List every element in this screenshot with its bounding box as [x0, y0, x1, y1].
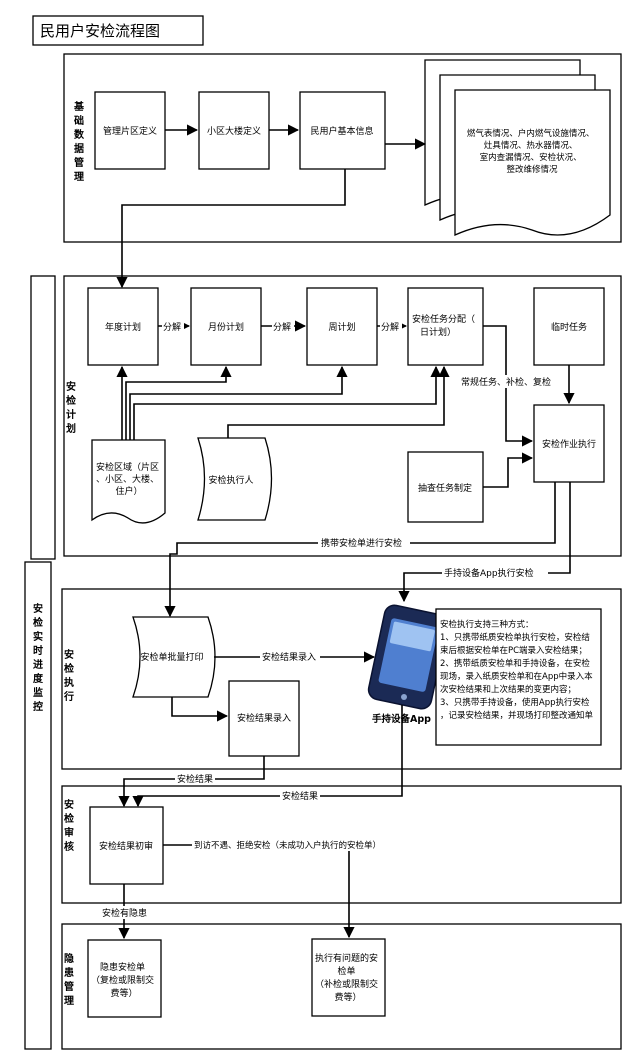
- node-batch-print: [132, 616, 216, 698]
- node-monthly: [190, 287, 262, 366]
- edge-label-result-2: 安检结果: [282, 790, 318, 802]
- note-line-7: 3、只携带手持设备，使用App执行安检: [440, 697, 590, 708]
- node-first-review-label: 安检结果初审: [99, 840, 153, 852]
- node-doc-stack-1: [454, 89, 611, 237]
- edge-handheld-to-review: [132, 705, 403, 808]
- edge-print-to-entry: [171, 697, 229, 722]
- edge-label-result-1: 安检结果: [177, 773, 213, 785]
- node-doc-text: 燃气表情况、户内燃气设施情况、 灶具情况、热水器情况、 室内查漏情况、安检状况、…: [467, 128, 597, 175]
- note-line-2: 1、只携带纸质安检单执行安检，安检结: [440, 632, 590, 643]
- node-spot-task-label: 抽查任务制定: [418, 482, 472, 494]
- node-region-text: 安检区域（片区 、小区、大楼、 住户）: [96, 461, 162, 497]
- edge-spot-to-exec: [483, 452, 534, 488]
- edge-label-decompose-3: 分解: [381, 321, 399, 333]
- problem-sheet-line-3: （补检或限制交: [315, 978, 378, 990]
- node-area-def: [94, 91, 166, 170]
- node-region-line-2: 、小区、大楼、: [96, 473, 159, 485]
- node-region: [91, 439, 166, 524]
- node-user-info: [299, 91, 386, 170]
- page-title: 民用户安检流程图: [40, 22, 160, 40]
- note-line-8: ，记录安检结果，并现场打印整改通知单: [440, 710, 594, 721]
- node-temp-task: [533, 287, 605, 366]
- lane-label-hazard: 隐患管理: [64, 952, 74, 1007]
- edge-label-decompose-1: 分解: [163, 321, 181, 333]
- node-annual: [87, 287, 159, 366]
- node-spot-task: [407, 451, 484, 523]
- lane-label-plan: 安检计划: [66, 380, 76, 435]
- node-weekly-label: 周计划: [328, 321, 355, 333]
- edge-label-carry-sheet: 携带安检单进行安检: [321, 537, 402, 549]
- edge-exec-to-batch-print: [164, 482, 556, 618]
- node-note-text: 安检执行支持三种方式： 1、只携带纸质安检单执行安检，安检结 束后根据安检单在P…: [440, 619, 595, 721]
- edge-executor-to-alloc: [227, 365, 450, 438]
- lane-label-monitor: 安检实时进度监控: [33, 602, 44, 713]
- lane-label-basic-data: 基础数据管理: [73, 100, 85, 183]
- node-doc-line-3: 室内查漏情况、安检状况、: [480, 152, 582, 163]
- node-exec-task-label: 安检作业执行: [542, 438, 596, 450]
- edge-label-has-hazard: 安检有隐患: [102, 907, 147, 919]
- node-doc-line-2: 灶具情况、热水器情况、: [484, 140, 578, 151]
- lane-monitor: [24, 561, 52, 1050]
- node-problem-sheet: [311, 938, 386, 1017]
- lane-label-audit: 安检审核: [64, 798, 74, 853]
- hazard-sheet-line-1: 隐患安检单: [100, 961, 145, 973]
- node-task-alloc: [407, 287, 484, 366]
- node-region-line-1: 安检区域（片区: [96, 461, 159, 473]
- node-doc-line-4: 整改维修情况: [506, 164, 558, 175]
- node-batch-print-label: 安检单批量打印: [140, 651, 203, 663]
- node-task-alloc-line-2: 日计划）: [420, 326, 456, 338]
- node-exec-task: [533, 404, 605, 483]
- node-hazard-sheet-text: 隐患安检单 （复检或限制交 费等）: [91, 961, 157, 999]
- node-doc-line-1: 燃气表情况、户内燃气设施情况、: [467, 128, 595, 139]
- edge-label-decompose-2: 分解: [273, 321, 291, 333]
- title-box: [32, 15, 204, 46]
- node-annual-label: 年度计划: [105, 321, 141, 333]
- node-task-alloc-line-1: 安检任务分配（: [412, 313, 475, 325]
- problem-sheet-line-4: 费等）: [334, 991, 361, 1003]
- edge-label-routine: 常规任务、补检、复检: [461, 376, 551, 388]
- node-building-def-label: 小区大楼定义: [207, 125, 261, 137]
- node-task-alloc-text: 安检任务分配（ 日计划）: [412, 313, 478, 338]
- node-hazard-sheet: [87, 939, 162, 1018]
- edge-region-to-alloc: [133, 365, 442, 440]
- problem-sheet-line-1: 执行有问题的安: [315, 952, 378, 964]
- node-first-review: [89, 806, 164, 885]
- note-line-1: 安检执行支持三种方式：: [440, 619, 534, 630]
- edge-label-result-entry: 安检结果录入: [262, 651, 316, 663]
- edge-region-to-monthly: [125, 365, 232, 440]
- lane-plan-outer: [30, 275, 56, 560]
- node-executor: [197, 437, 273, 521]
- node-area-def-label: 管理片区定义: [103, 125, 157, 137]
- node-result-entry-label: 安检结果录入: [237, 712, 291, 724]
- hazard-sheet-line-3: 费等）: [110, 987, 137, 999]
- note-line-5: 现场，录入纸质安检单和在App中录入本: [440, 671, 593, 682]
- lane-label-execute: 安检执行: [63, 648, 74, 703]
- edge-user-to-annual: [116, 169, 346, 289]
- phone-icon: [367, 604, 449, 710]
- node-user-info-label: 民用户基本信息: [310, 125, 373, 137]
- node-note-box: [435, 608, 602, 746]
- edge-region-to-weekly: [129, 365, 348, 440]
- node-temp-task-label: 临时任务: [551, 321, 587, 333]
- note-line-4: 2、携带纸质安检单和手持设备，在安检: [440, 658, 590, 669]
- problem-sheet-line-2: 检单: [338, 965, 356, 977]
- hazard-sheet-line-2: （复检或限制交: [91, 974, 154, 986]
- node-monthly-label: 月份计划: [208, 321, 244, 333]
- edge-label-handheld-exec: 手持设备App执行安检: [444, 567, 534, 579]
- node-problem-sheet-text: 执行有问题的安 检单 （补检或限制交 费等）: [315, 952, 381, 1003]
- node-executor-label: 安检执行人: [208, 474, 253, 486]
- node-region-line-3: 住户）: [115, 485, 142, 497]
- edge-label-refuse: 到访不遇、拒绝安检（未成功入户执行的安检单）: [194, 840, 381, 851]
- note-line-6: 次安检结果和上次结果的变更内容；: [440, 684, 576, 695]
- note-line-3: 束后根据安检单在PC端录入安检结果；: [440, 645, 587, 656]
- node-weekly: [306, 287, 378, 366]
